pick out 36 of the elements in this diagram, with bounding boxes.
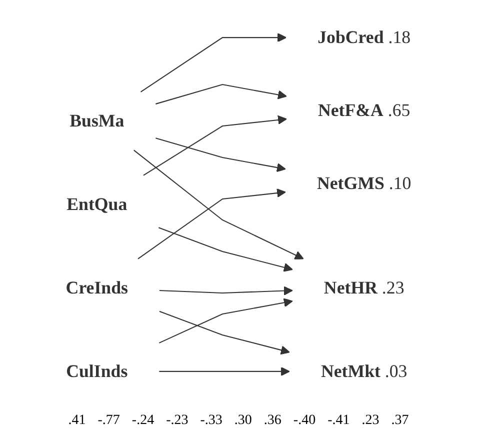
path-coefficient: .36 [264,413,282,429]
node-text: CulInds [66,361,128,382]
arrow [159,366,290,376]
arrow [158,227,293,272]
node-text: BusMa [70,110,124,131]
node-text: EntQua [66,194,128,214]
path-coefficient: -.24 [132,413,154,429]
path-coefficient: -.40 [293,413,316,429]
path-coefficient: -.23 [166,413,188,429]
node-text: NetGMS [316,173,384,194]
arrow [159,286,293,296]
arrow [140,32,287,92]
path-coefficient: .23 [362,413,380,429]
node-label: .23 [382,278,404,298]
node-text: CreInds [66,278,128,298]
arrow [159,310,290,355]
node-text: NetF&A [318,100,384,120]
node-label: .03 [384,361,408,382]
arrow [158,298,293,344]
node-text: JobCred [318,27,384,48]
node-text: NetHR [324,278,378,298]
path-coefficient: .37 [391,413,409,429]
arrow [134,150,304,260]
path-coefficient: -.33 [200,413,222,429]
arrow [156,84,287,104]
path-coefficient: .41 [68,413,86,429]
node-label: .10 [388,173,412,194]
arrow [143,115,287,176]
node-text: NetMkt [320,361,380,382]
path-coefficient: -.41 [328,413,350,429]
arrow [156,138,286,172]
node-label: .65 [388,100,410,120]
path-coefficient: .30 [234,413,252,429]
node-label: .18 [388,27,411,48]
arrow [138,188,286,260]
path-coefficient: -.77 [98,413,120,429]
